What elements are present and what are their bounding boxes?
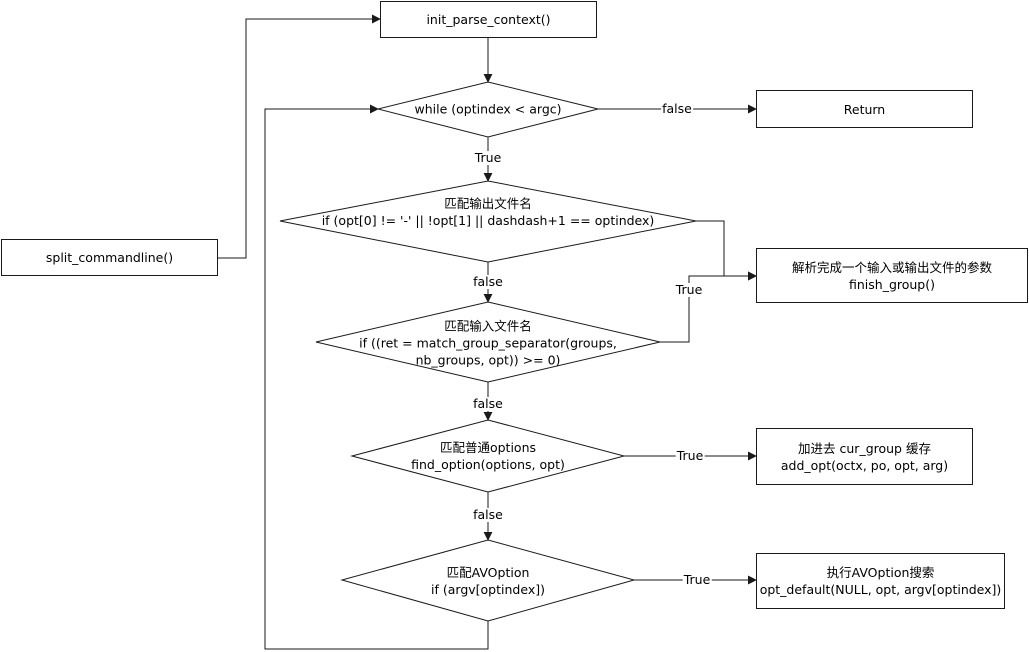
input-match-condition-line1: if ((ret = match_group_separator(groups, [359,335,617,351]
avoption-true-label: True [682,572,712,587]
opt-default-title: 执行AVOption搜索 [826,565,935,580]
while-condition-label: while (optindex < argc) [414,101,562,117]
loop-back-edge [264,104,489,650]
add-opt-box: 加进去 cur_group 缓存 add_opt(octx, po, opt, … [756,428,973,485]
avoption-match-condition: if (argv[optindex]) [431,582,545,597]
output-false-label: false [472,274,504,289]
return-label: Return [843,101,886,117]
output-match-title: 匹配输出文件名 [444,196,532,211]
input-true-label: True [674,282,704,297]
options-match-condition: find_option(options, opt) [411,457,565,472]
opt-default-call: opt_default(NULL, opt, argv[optindex]) [759,582,1002,597]
input-match-text: 匹配输入文件名 if ((ret = match_group_separator… [359,318,617,369]
output-match-text: 匹配输出文件名 if (opt[0] != '-' || !opt[1] || … [322,195,655,229]
finish-group-title: 解析完成一个输入或输出文件的参数 [791,259,992,275]
init-parse-context-box: init_parse_context() [380,1,597,38]
add-opt-call: add_opt(octx, po, opt, arg) [780,457,949,473]
while-true-label: True [473,150,503,165]
add-opt-title: 加进去 cur_group 缓存 [798,440,931,456]
split-commandline-box: split_commandline() [1,239,218,276]
avoption-match-title: 匹配AVOption [446,565,530,580]
return-box: Return [756,90,973,128]
input-match-condition-line2: nb_groups, opt)) >= 0) [415,352,561,368]
options-match-title: 匹配普通options [439,440,537,455]
options-false-label: false [472,507,504,522]
avoption-match-text: 匹配AVOption if (argv[optindex]) [431,564,545,598]
input-match-title: 匹配输入文件名 [444,318,532,334]
opt-default-box: 执行AVOption搜索 opt_default(NULL, opt, argv… [756,553,1005,609]
input-false-label: false [472,396,504,411]
split-to-init-edge [218,14,381,259]
options-true-label: True [675,448,705,463]
while-condition-text: while (optindex < argc) [415,101,562,118]
output-match-condition: if (opt[0] != '-' || !opt[1] || dashdash… [321,213,655,228]
output-true-edge [696,220,757,281]
input-true-edge [660,271,757,343]
init-parse-context-label: init_parse_context() [426,12,551,27]
split-commandline-label: split_commandline() [45,250,174,265]
while-false-label: false [661,101,693,116]
options-match-text: 匹配普通options find_option(options, opt) [411,439,565,473]
finish-group-call: finish_group() [848,276,935,292]
finish-group-box: 解析完成一个输入或输出文件的参数 finish_group() [756,248,1028,303]
